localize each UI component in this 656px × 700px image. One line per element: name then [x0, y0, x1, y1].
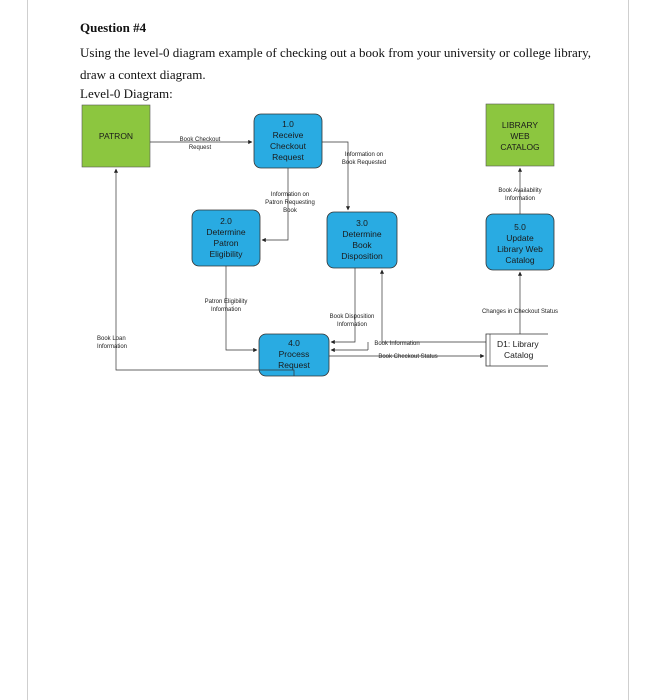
process-5-line-4: Catalog	[505, 255, 535, 265]
flow-label-info-patron-3: Book	[283, 208, 298, 214]
flow-label-book-loan-2: Information	[97, 344, 127, 350]
page-edge-right	[628, 0, 629, 700]
datastore-d1-outline	[485, 333, 548, 367]
process-3-line-1: 3.0	[356, 218, 368, 228]
process-5-line-2: Update	[506, 233, 534, 243]
process-3-line-2: Determine	[342, 229, 381, 239]
process-4-line-2: Process	[279, 349, 310, 359]
datastore-line-2: Catalog	[504, 350, 534, 360]
process-3-line-4: Disposition	[341, 251, 383, 261]
flow-label-info-patron-1: Information on	[271, 192, 309, 198]
process-1-line-3: Checkout	[270, 141, 307, 151]
patron-entity	[81, 104, 151, 168]
process-5-line-1: 5.0	[514, 222, 526, 232]
flow-book-loan	[113, 168, 295, 376]
process-2-line-2: Determine	[206, 227, 245, 237]
flow-label-book-checkout-request-1: Book Checkout	[180, 137, 221, 143]
flow-label-book-disposition-1: Book Disposition	[330, 314, 375, 320]
process-4-line-3: Request	[278, 360, 310, 370]
question-text: Using the level-0 diagram example of che…	[80, 45, 592, 82]
catalog-label-line-1: LIBRARY	[502, 120, 539, 130]
library-web-catalog-entity	[485, 103, 555, 167]
flow-patron-eligibility	[225, 266, 258, 353]
flow-label-patron-eligibility-2: Information	[211, 307, 241, 313]
flow-info-patron-requesting	[261, 168, 289, 243]
question-title: Question #4	[80, 20, 147, 35]
process-4-line-1: 4.0	[288, 338, 300, 348]
flow-label-book-checkout-request-2: Request	[189, 145, 212, 151]
patron-label: PATRON	[99, 131, 133, 141]
flow-label-info-book-requested-1: Information on	[345, 152, 383, 158]
process-2-line-1: 2.0	[220, 216, 232, 226]
flow-label-book-disposition-2: Information	[337, 322, 367, 328]
flow-info-book-requested	[322, 141, 351, 211]
flow-label-book-information: Book Information	[374, 341, 419, 347]
page-edge-left	[27, 0, 28, 700]
flow-label-patron-eligibility-1: Patron Eligibility	[205, 299, 248, 305]
level0-label: Level-0 Diagram:	[80, 86, 173, 101]
process-3-line-3: Book	[352, 240, 372, 250]
flow-label-info-book-requested-2: Book Requested	[342, 160, 386, 166]
flow-label-book-availability-2: Information	[505, 196, 535, 202]
flow-label-book-availability-1: Book Availability	[498, 188, 541, 194]
flow-book-disposition	[330, 268, 356, 345]
process-3-determine-book-disposition	[326, 211, 398, 269]
catalog-label-line-3: CATALOG	[500, 142, 539, 152]
flow-label-book-loan-1: Book Loan	[97, 336, 126, 342]
flow-book-information	[379, 269, 486, 343]
catalog-label-line-2: WEB	[510, 131, 530, 141]
flow-label-info-patron-2: Patron Requesting	[265, 200, 315, 206]
process-2-line-3: Patron	[213, 238, 238, 248]
process-2-line-4: Eligibility	[209, 249, 243, 259]
process-1-line-4: Request	[272, 152, 304, 162]
flow-label-changes-checkout-status: Changes in Checkout Status	[482, 309, 558, 315]
flow-label-book-checkout-status: Book Checkout Status	[378, 354, 437, 360]
datastore-line-1: D1: Library	[497, 339, 539, 349]
process-5-line-3: Library Web	[497, 244, 543, 254]
process-1-line-1: 1.0	[282, 119, 294, 129]
process-1-line-2: Receive	[273, 130, 304, 140]
